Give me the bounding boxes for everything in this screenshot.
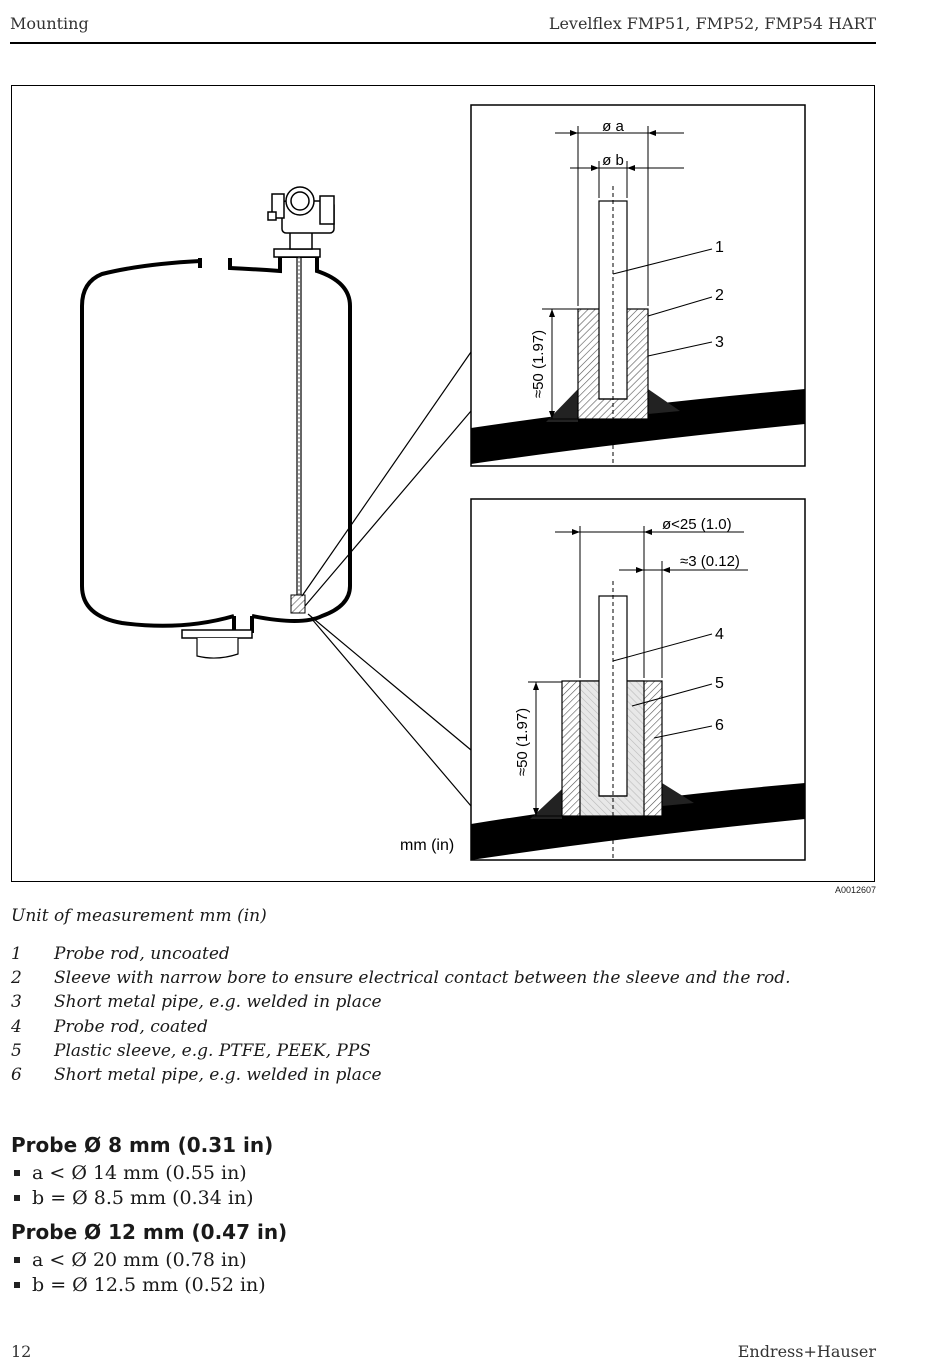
legend-num: 6 bbox=[11, 1064, 22, 1085]
callout-4: 4 bbox=[715, 626, 724, 643]
bottom-flange bbox=[181, 629, 253, 639]
legend-num: 3 bbox=[11, 992, 22, 1013]
probe-spec-item: b = Ø 12.5 mm (0.52 in) bbox=[11, 1272, 611, 1297]
legend-num: 4 bbox=[11, 1016, 22, 1037]
probe-spec-item: a < Ø 20 mm (0.78 in) bbox=[11, 1247, 611, 1272]
callout-1: 1 bbox=[715, 239, 724, 256]
dim-sleeve-outer-label: ø<25 (1.0) bbox=[662, 516, 732, 533]
mounting-diagram: ø a ø b ≈50 (1.97) 1 2 3 bbox=[80, 104, 806, 861]
probe-spec-text: b = Ø 12.5 mm (0.52 in) bbox=[32, 1273, 266, 1296]
bottom-nozzle bbox=[196, 638, 239, 659]
legend-num: 2 bbox=[11, 968, 22, 989]
legend-item: 6 Short metal pipe, e.g. welded in place bbox=[11, 1064, 871, 1088]
legend-text: Sleeve with narrow bore to ensure electr… bbox=[54, 968, 791, 989]
probe-8mm-section: Probe Ø 8 mm (0.31 in) a < Ø 14 mm (0.55… bbox=[11, 1133, 611, 1210]
header-rule bbox=[10, 42, 876, 44]
tank bbox=[80, 254, 352, 633]
dim-b-label: ø b bbox=[602, 152, 624, 169]
figure-caption: Unit of measurement mm (in) bbox=[11, 906, 267, 926]
probe-spec-item: b = Ø 8.5 mm (0.34 in) bbox=[11, 1185, 611, 1210]
bullet-icon bbox=[14, 1281, 20, 1288]
dim-a-label: ø a bbox=[602, 118, 624, 135]
dim-height-top-label: ≈50 (1.97) bbox=[530, 330, 547, 398]
probe-rod bbox=[290, 257, 306, 614]
probe-spec-text: a < Ø 14 mm (0.55 in) bbox=[32, 1161, 247, 1184]
legend-item: 1 Probe rod, uncoated bbox=[11, 943, 871, 967]
bullet-icon bbox=[14, 1194, 20, 1201]
bullet-icon bbox=[14, 1256, 20, 1263]
dim-height-bottom-label: ≈50 (1.97) bbox=[514, 708, 531, 776]
figure-id: A0012607 bbox=[834, 885, 876, 895]
dim-gap-label: ≈3 (0.12) bbox=[680, 553, 740, 570]
mounting-figure: ø a ø b ≈50 (1.97) 1 2 3 bbox=[11, 85, 875, 882]
legend-item: 3 Short metal pipe, e.g. welded in place bbox=[11, 991, 871, 1015]
legend-list: 1 Probe rod, uncoated 2 Sleeve with narrow… bbox=[11, 943, 871, 1088]
legend-text: Probe rod, coated bbox=[54, 1016, 208, 1037]
unit-label: mm (in) bbox=[400, 837, 454, 854]
header-section: Mounting bbox=[10, 14, 89, 33]
detail-uncoated: ø a ø b ≈50 (1.97) 1 2 3 bbox=[470, 104, 806, 467]
transmitter-icon bbox=[267, 186, 335, 250]
probe-spec-item: a < Ø 14 mm (0.55 in) bbox=[11, 1160, 611, 1185]
brand-name: Endress+Hauser bbox=[737, 1342, 876, 1361]
callout-6: 6 bbox=[715, 717, 724, 734]
legend-num: 1 bbox=[11, 944, 22, 964]
callout-5: 5 bbox=[715, 675, 724, 692]
callout-2: 2 bbox=[715, 287, 724, 304]
probe-spec-text: b = Ø 8.5 mm (0.34 in) bbox=[32, 1186, 254, 1209]
legend-num: 5 bbox=[11, 1040, 22, 1061]
top-flange bbox=[273, 248, 321, 258]
legend-item: 5 Plastic sleeve, e.g. PTFE, PEEK, PPS bbox=[11, 1040, 871, 1064]
legend-text: Plastic sleeve, e.g. PTFE, PEEK, PPS bbox=[54, 1040, 371, 1061]
page-number: 12 bbox=[11, 1342, 32, 1361]
legend-text: Short metal pipe, e.g. welded in place bbox=[54, 992, 382, 1013]
header-product: Levelflex FMP51, FMP52, FMP54 HART bbox=[548, 14, 876, 33]
probe-title: Probe Ø 8 mm (0.31 in) bbox=[11, 1133, 274, 1157]
detail-coated: ø<25 (1.0) ≈3 (0.12) ≈50 (1.97) 4 5 6 bbox=[470, 498, 806, 861]
legend-text: Short metal pipe, e.g. welded in place bbox=[54, 1064, 382, 1085]
legend-item: 4 Probe rod, coated bbox=[11, 1016, 871, 1040]
detail-leaders bbox=[301, 351, 472, 807]
probe-12mm-section: Probe Ø 12 mm (0.47 in) a < Ø 20 mm (0.7… bbox=[11, 1220, 611, 1297]
probe-title: Probe Ø 12 mm (0.47 in) bbox=[11, 1220, 288, 1244]
probe-spec-text: a < Ø 20 mm (0.78 in) bbox=[32, 1248, 247, 1271]
legend-text: Probe rod, uncoated bbox=[54, 944, 230, 964]
bullet-icon bbox=[14, 1169, 20, 1176]
legend-item: 2 Sleeve with narrow bore to ensure elect… bbox=[11, 967, 871, 991]
callout-3: 3 bbox=[715, 334, 724, 351]
